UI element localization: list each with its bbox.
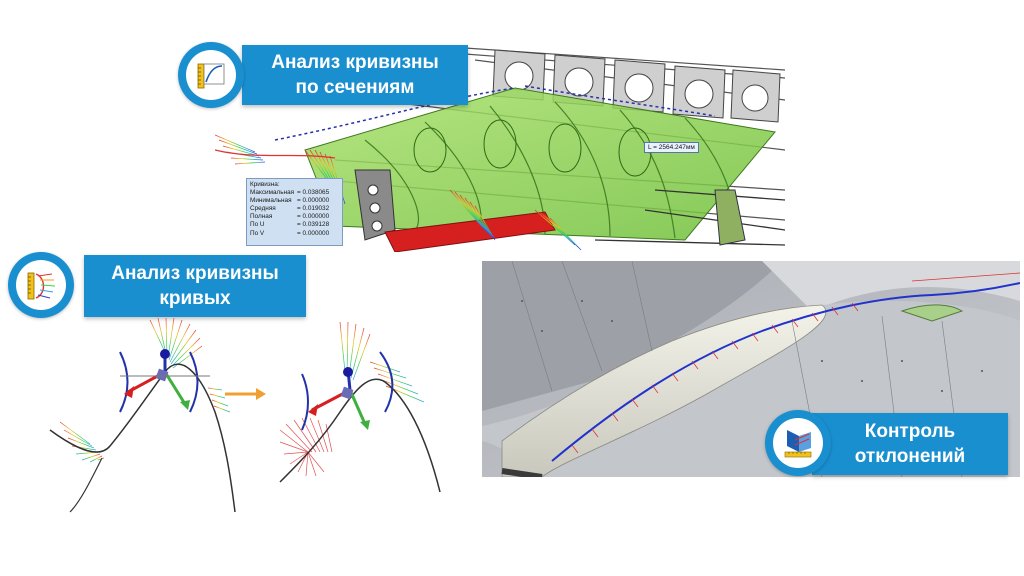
- deviation-control-title-line2: отклонений: [854, 446, 966, 467]
- curvature-u-label: По U: [250, 221, 265, 229]
- curve-comb-icon: [27, 272, 56, 300]
- curvature-total-label: Полная: [250, 213, 273, 221]
- curves-curvature-title-line2: кривых: [159, 288, 231, 309]
- curves-curvature-title-line1: Анализ кривизны: [111, 263, 279, 284]
- curvature-mean-label: Средняя: [250, 205, 276, 213]
- curve-curvature-sketch: [49, 317, 441, 513]
- curvature-info-row: Минимальная = 0.000000: [250, 197, 339, 205]
- curvature-info-row: Средняя = 0.019032: [250, 205, 339, 213]
- curvature-mean-value: = 0.019032: [297, 205, 330, 213]
- curvature-v-value: = 0.000000: [297, 229, 330, 237]
- sections-curvature-title-line1: Анализ кривизны: [271, 52, 439, 73]
- wing-structure-render: [215, 47, 785, 252]
- curves-curvature-badge: [8, 252, 74, 318]
- curvature-v-label: По V: [250, 229, 265, 237]
- curvature-info-row: Максимальная = 0.038065: [250, 189, 339, 197]
- curvature-gauge-icon: [197, 63, 225, 89]
- curvature-u-value: = 0.039128: [297, 221, 330, 229]
- sections-curvature-badge: [178, 42, 244, 108]
- skin-deviation-render: [482, 261, 1020, 477]
- curvature-info-row: По V = 0.000000: [250, 230, 339, 238]
- curvature-min-label: Минимальная: [250, 197, 292, 205]
- curvature-info-row: Полная = 0.000000: [250, 213, 339, 221]
- curvature-total-value: = 0.000000: [297, 213, 330, 221]
- deviation-control-title-line1: Контроль: [864, 421, 956, 442]
- curvature-info-row: По U = 0.039128: [250, 221, 339, 229]
- deviation-ruler-icon: [784, 430, 812, 458]
- curvature-info-header: Кривизна:: [250, 181, 280, 188]
- deviation-control-title: Контроль отклонений: [812, 413, 1008, 475]
- curvature-info-panel: Кривизна: Максимальная = 0.038065 Минима…: [246, 178, 343, 246]
- deviation-control-badge: [765, 410, 831, 476]
- curvature-max-label: Максимальная: [250, 189, 295, 197]
- curvature-max-value: = 0.038065: [297, 189, 330, 197]
- sections-curvature-title: Анализ кривизны по сечениям: [242, 45, 468, 105]
- sections-curvature-title-line2: по сечениям: [295, 77, 415, 98]
- curvature-min-value: = 0.000000: [297, 197, 330, 205]
- curves-curvature-title: Анализ кривизны кривых: [84, 255, 306, 317]
- length-measurement-label: L = 2564.247мм: [644, 142, 699, 153]
